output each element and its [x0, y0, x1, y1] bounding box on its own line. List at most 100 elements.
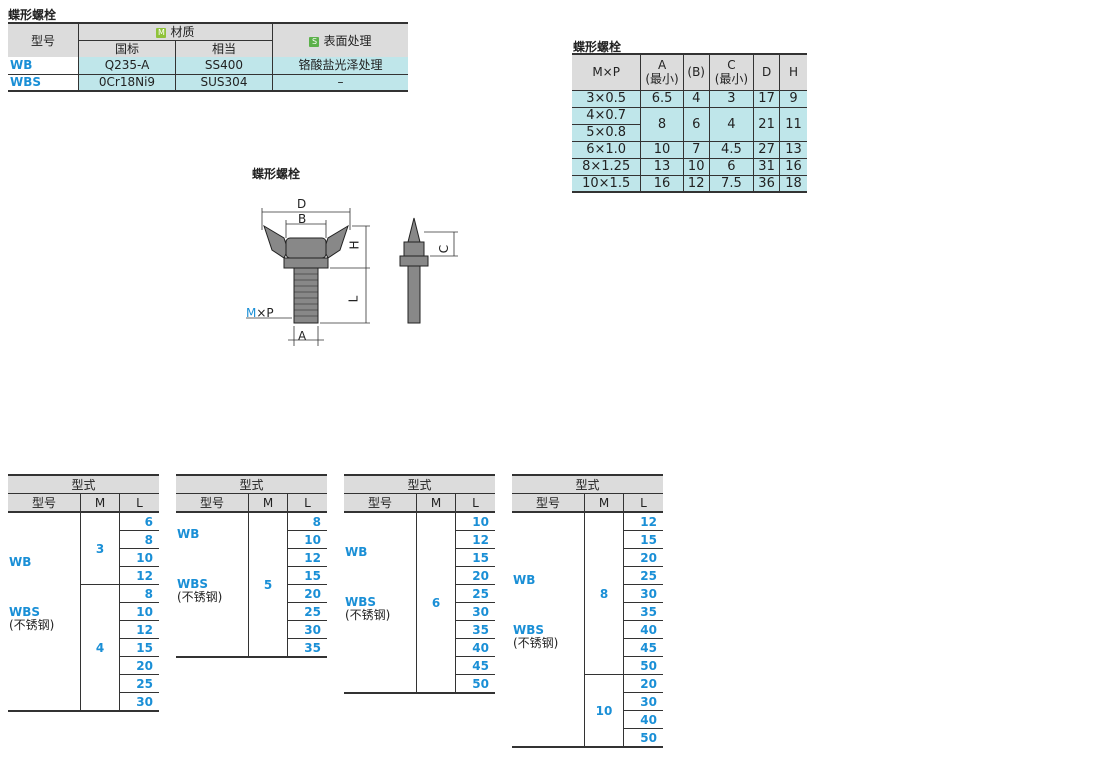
table-row: 50 [512, 656, 663, 675]
dim-label-l: L [346, 295, 361, 303]
dim-label-h: H [347, 240, 362, 250]
model-cell [512, 512, 585, 748]
table-row: WB Q235-A SS400 铬酸盐光泽处理 [8, 57, 408, 74]
table-row: 12 [8, 620, 159, 639]
table-row: 30 [176, 620, 327, 639]
table-row: 30 [8, 692, 159, 712]
l-cell: 40 [455, 638, 495, 657]
table-row: 10 [8, 548, 159, 567]
l-cell: 45 [455, 656, 495, 675]
m-cell: 5 [248, 512, 288, 658]
l-cell: 50 [623, 728, 663, 748]
table-row: 20 [344, 566, 495, 585]
dim-label-a: A [298, 329, 307, 343]
table-row: 45 [344, 656, 495, 675]
table-row: 8 [8, 530, 159, 549]
diagram-title: 蝶形螺栓 [252, 167, 301, 181]
wing-hub [285, 237, 327, 259]
table-row: 12 [8, 566, 159, 585]
header-type: 型式 [176, 475, 327, 494]
table-row: 25 [344, 584, 495, 603]
l-cell: 10 [119, 548, 159, 567]
l-cell: 25 [287, 602, 327, 621]
l-cell: 25 [623, 566, 663, 585]
table-row: 35 [344, 620, 495, 639]
l-cell: 15 [119, 638, 159, 657]
l-cell: 25 [119, 674, 159, 693]
table-row: 30 [512, 584, 663, 603]
header-equiv: 相当 [175, 40, 273, 57]
surface-badge-icon: S [309, 36, 320, 47]
l-cell: 30 [119, 692, 159, 712]
side-wing [407, 217, 421, 243]
table-row: 25 [512, 566, 663, 585]
header-m: M [248, 493, 288, 512]
header-model: 型号 [512, 493, 585, 512]
l-cell: 15 [455, 548, 495, 567]
model-label-wbs: WBS(不锈钢) [513, 623, 559, 651]
header-model: 型号 [8, 493, 81, 512]
table-row: 15 [8, 638, 159, 657]
l-cell: 10 [287, 530, 327, 549]
dim-label-mxp: M×P [246, 306, 274, 320]
l-cell: 50 [455, 674, 495, 694]
model-label-wb: WB [177, 527, 200, 541]
l-cell: 10 [455, 512, 495, 531]
l-cell: 35 [455, 620, 495, 639]
header-l: L [287, 493, 327, 512]
l-cell: 20 [623, 674, 663, 693]
dim-label-d: D [297, 197, 307, 211]
header-model: 型号 [8, 23, 79, 57]
l-cell: 30 [287, 620, 327, 639]
table-row: 25 [176, 602, 327, 621]
l-cell: 15 [287, 566, 327, 585]
m-cell: 8 [584, 512, 624, 675]
l-cell: 30 [623, 692, 663, 711]
l-cell: 35 [623, 602, 663, 621]
l-cell: 12 [623, 512, 663, 531]
model-label-wb: WB [345, 545, 368, 559]
table-row: 10 [8, 602, 159, 621]
l-cell: 8 [119, 530, 159, 549]
table-row: 15 [344, 548, 495, 567]
header-l: L [119, 493, 159, 512]
l-cell: 25 [455, 584, 495, 603]
table-row: 40 [512, 620, 663, 639]
table-row: 35 [176, 638, 327, 658]
l-cell: 45 [623, 638, 663, 657]
model-label-wbs: WBS(不锈钢) [177, 577, 223, 605]
table-row: 25 [8, 674, 159, 693]
l-cell: 10 [119, 602, 159, 621]
model-cell [344, 512, 417, 694]
header-l: L [455, 493, 495, 512]
table-row: 35 [512, 602, 663, 621]
material-table-title: 蝶形螺栓 [8, 8, 57, 22]
l-cell: 12 [119, 566, 159, 585]
table-row: 4×0.7 8 6 4 21 11 [572, 107, 807, 142]
table-row: 5×0.8 [572, 124, 807, 142]
table-row: 12 [176, 548, 327, 567]
l-cell: 20 [287, 584, 327, 603]
m-cell: 10 [584, 674, 624, 748]
l-cell: 30 [455, 602, 495, 621]
model-cell [176, 512, 249, 658]
shank [293, 267, 319, 324]
model-label-wbs: WBS(不锈钢) [9, 605, 55, 633]
l-cell: 40 [623, 620, 663, 639]
table-row: 50 [512, 728, 663, 748]
table-row: 45 [512, 638, 663, 657]
collar [283, 257, 329, 269]
material-badge-icon: M [156, 27, 167, 38]
